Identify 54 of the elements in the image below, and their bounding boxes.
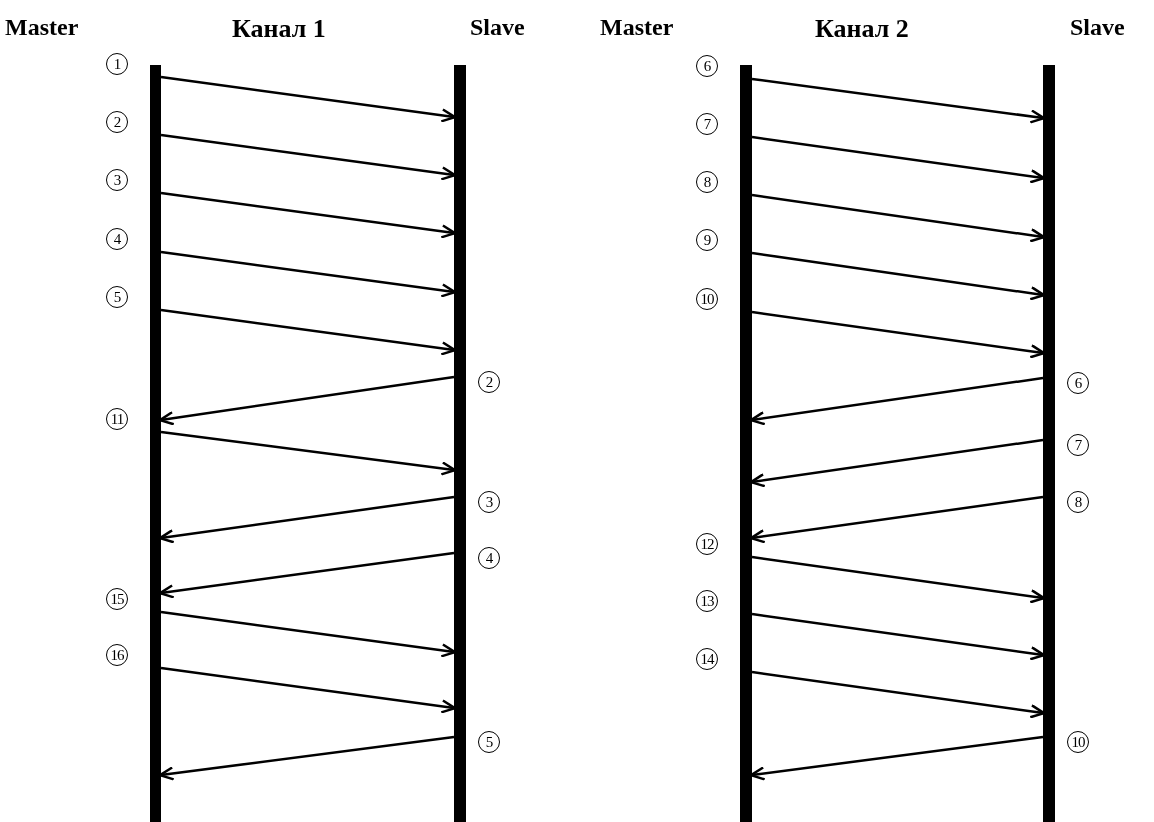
step-number: 7 <box>696 113 718 135</box>
message-arrow <box>160 75 457 123</box>
step-number: 1 <box>106 53 128 75</box>
message-arrow <box>158 735 455 781</box>
step-number: 11 <box>106 408 128 430</box>
message-arrow <box>749 735 1044 781</box>
message-arrow <box>749 495 1044 544</box>
lifeline-heading: Master <box>5 14 79 41</box>
message-arrow <box>160 430 457 476</box>
step-number: 5 <box>478 731 500 753</box>
message-arrow <box>160 133 457 181</box>
message-arrow <box>751 670 1046 719</box>
step-number: 2 <box>106 111 128 133</box>
message-arrow <box>160 250 457 298</box>
message-arrow <box>160 308 457 356</box>
step-number: 6 <box>1067 372 1089 394</box>
channel-title: Канал 2 <box>815 14 909 44</box>
step-number: 8 <box>696 171 718 193</box>
message-arrow <box>158 495 455 544</box>
step-number: 5 <box>106 286 128 308</box>
step-number: 10 <box>696 288 718 310</box>
message-arrow <box>751 555 1046 604</box>
step-number: 8 <box>1067 491 1089 513</box>
message-arrow <box>751 251 1046 301</box>
message-arrow <box>160 666 457 714</box>
lifeline-heading: Master <box>600 14 674 41</box>
step-number: 6 <box>696 55 718 77</box>
step-number: 14 <box>696 648 718 670</box>
message-arrow <box>751 135 1046 184</box>
message-arrow <box>749 438 1044 488</box>
message-arrow <box>751 612 1046 661</box>
step-number: 3 <box>106 169 128 191</box>
lifeline-heading: Slave <box>470 14 525 41</box>
message-arrow <box>749 376 1044 426</box>
message-arrow <box>751 77 1046 124</box>
step-number: 4 <box>106 228 128 250</box>
step-number: 13 <box>696 590 718 612</box>
message-arrow <box>751 310 1046 359</box>
message-arrow <box>158 551 455 599</box>
step-number: 4 <box>478 547 500 569</box>
step-number: 2 <box>478 371 500 393</box>
step-number: 15 <box>106 588 128 610</box>
message-arrow <box>751 193 1046 243</box>
step-number: 12 <box>696 533 718 555</box>
lifeline-heading: Slave <box>1070 14 1125 41</box>
step-number: 16 <box>106 644 128 666</box>
step-number: 10 <box>1067 731 1089 753</box>
step-number: 3 <box>478 491 500 513</box>
message-arrow <box>158 375 455 426</box>
message-arrow <box>160 191 457 239</box>
step-number: 7 <box>1067 434 1089 456</box>
message-arrow <box>160 610 457 658</box>
channel-title: Канал 1 <box>232 14 326 44</box>
step-number: 9 <box>696 229 718 251</box>
